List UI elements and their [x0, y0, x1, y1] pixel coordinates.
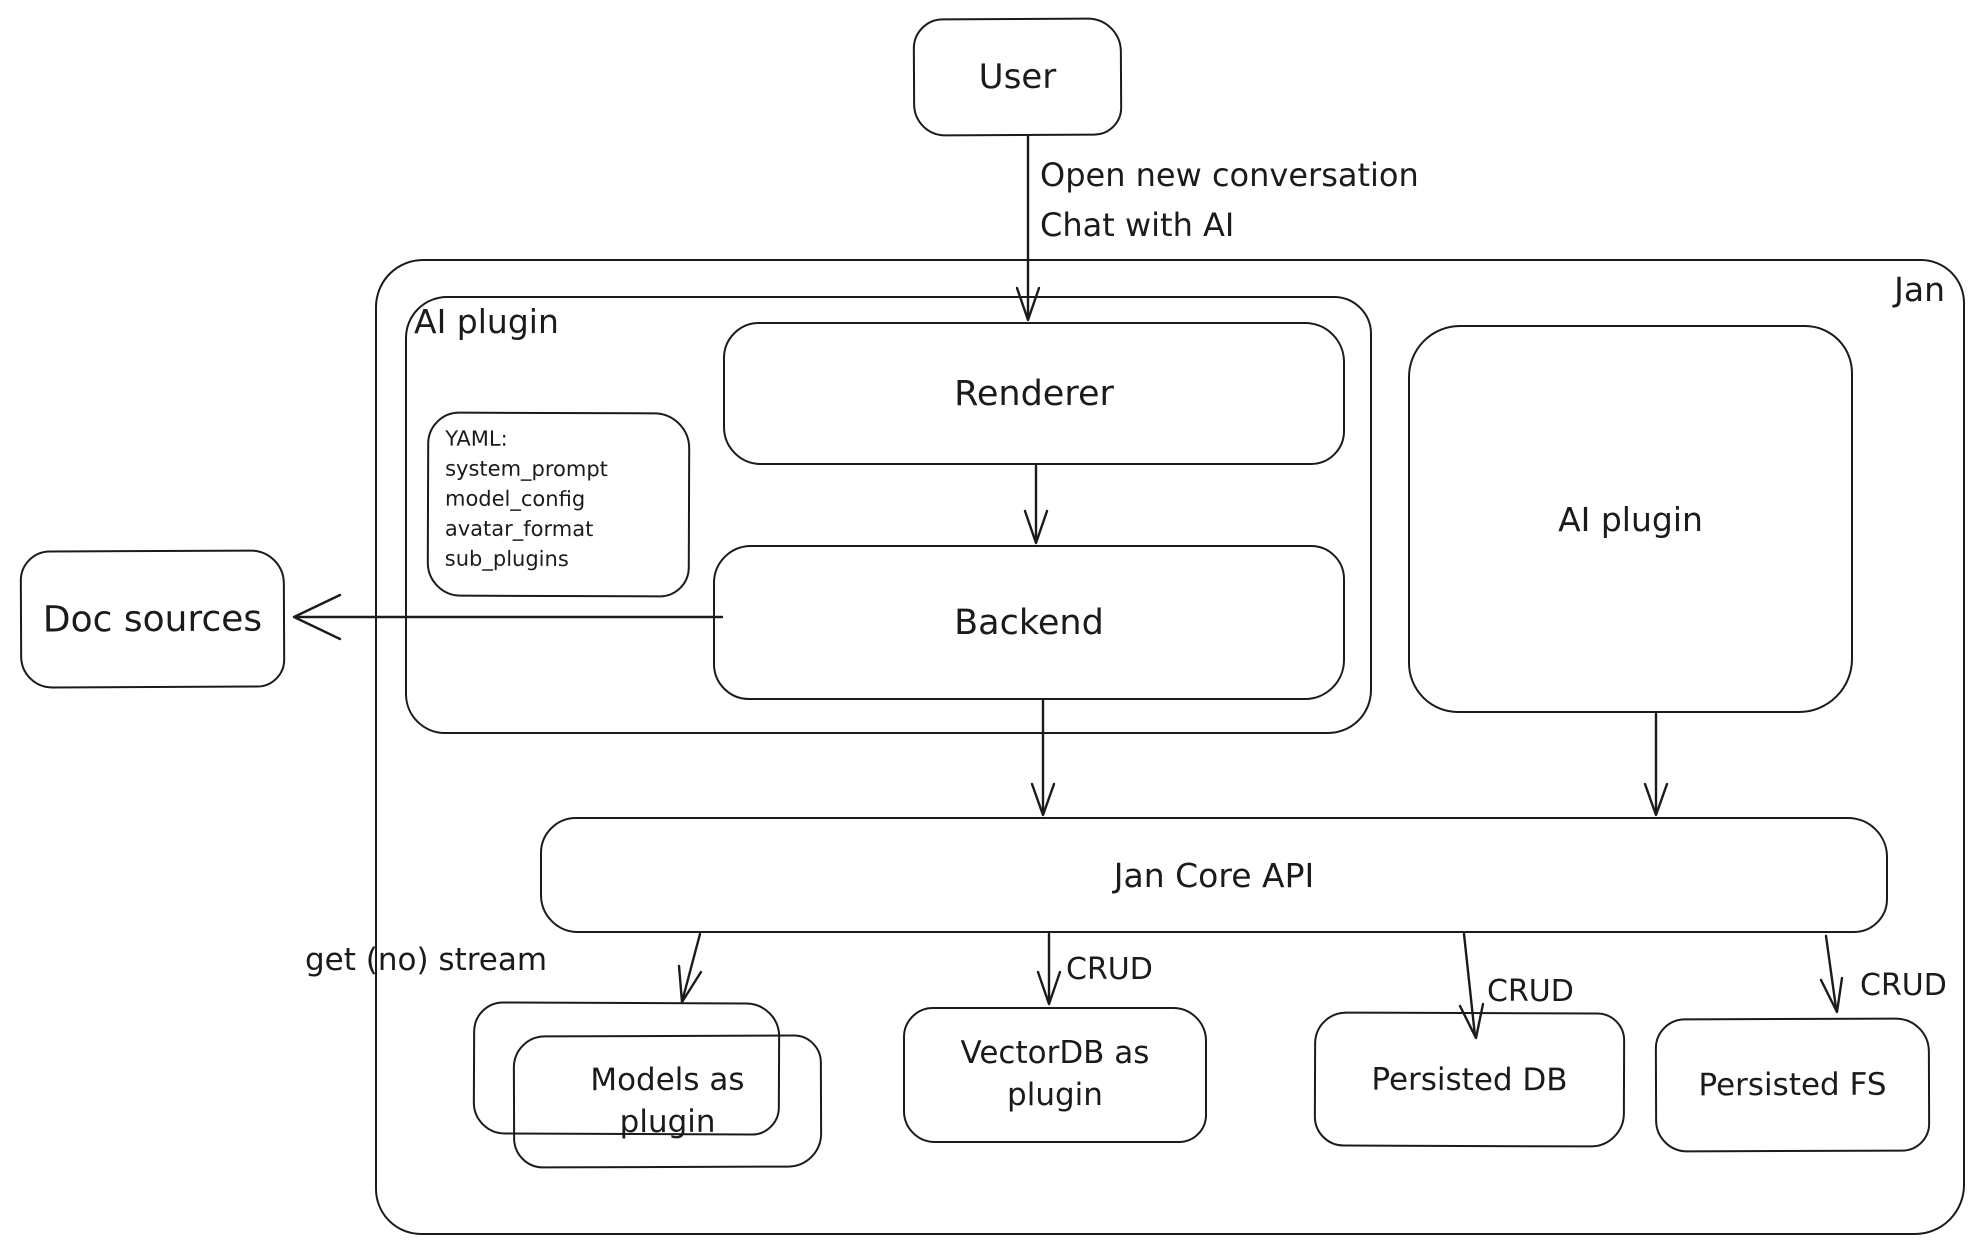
node-renderer: Renderer — [723, 322, 1345, 465]
container-ai-plugin-label: AI plugin — [414, 302, 559, 341]
node-ai-plugin: AI plugin — [1408, 325, 1853, 713]
node-yaml-note: YAML: system_prompt model_config avatar_… — [426, 411, 691, 598]
container-jan-label: Jan — [1894, 270, 1945, 309]
node-persisted-fs-label: Persisted FS — [1698, 1066, 1887, 1104]
edge-label-crud-vectordb: CRUD — [1066, 952, 1153, 987]
container-ai-plugin — [405, 296, 1372, 734]
node-user-label: User — [978, 56, 1057, 98]
yaml-line: sub_plugins — [444, 546, 569, 572]
node-vectordb-as-plugin: VectorDB as plugin — [903, 1007, 1207, 1143]
yaml-note-text: YAML: system_prompt model_config avatar_… — [445, 424, 608, 575]
node-persisted-db: Persisted DB — [1313, 1011, 1626, 1148]
edge-label-crud-persisted-fs: CRUD — [1860, 968, 1947, 1003]
node-models-as-plugin: Models as plugin — [512, 1034, 823, 1169]
node-backend-label: Backend — [954, 602, 1104, 643]
node-jan-core-api-label: Jan Core API — [1113, 855, 1315, 895]
yaml-line: YAML: — [445, 426, 508, 451]
node-models-as-plugin-label: Models as plugin — [590, 1061, 745, 1140]
node-doc-sources-label: Doc sources — [42, 598, 263, 640]
node-backend: Backend — [713, 545, 1345, 700]
container-jan — [375, 259, 1965, 1235]
yaml-line: avatar_format — [444, 516, 594, 542]
node-ai-plugin-label: AI plugin — [1558, 499, 1703, 539]
node-user: User — [912, 17, 1123, 137]
node-persisted-db-label: Persisted DB — [1371, 1061, 1568, 1098]
node-vectordb-as-plugin-label: VectorDB as plugin — [960, 1035, 1150, 1113]
node-doc-sources: Doc sources — [19, 549, 286, 689]
yaml-line: model_config — [444, 486, 586, 512]
edge-label-chat-with-ai: Chat with AI — [1040, 206, 1235, 244]
node-persisted-fs: Persisted FS — [1654, 1017, 1931, 1153]
edge-label-crud-persisted-db: CRUD — [1487, 974, 1574, 1009]
node-renderer-label: Renderer — [954, 373, 1114, 414]
node-jan-core-api: Jan Core API — [540, 817, 1888, 933]
edge-label-open-new-conversation: Open new conversation — [1040, 156, 1419, 194]
yaml-line: system_prompt — [445, 456, 608, 482]
edge-label-get-no-stream: get (no) stream — [305, 942, 548, 978]
